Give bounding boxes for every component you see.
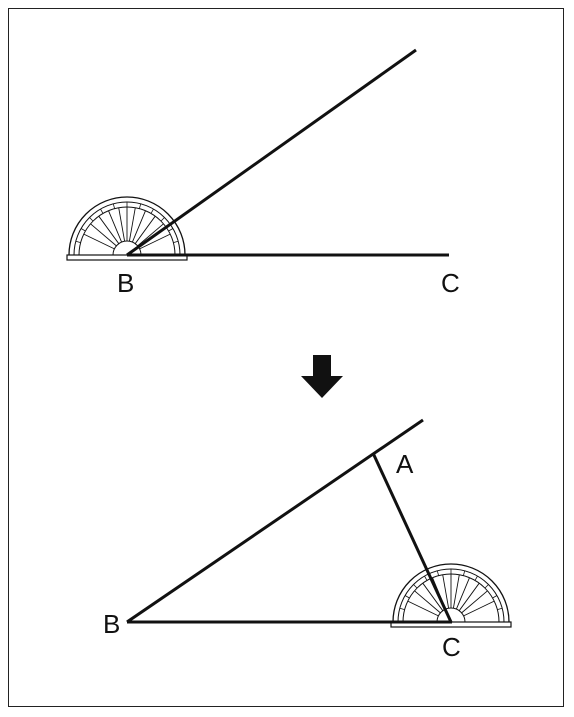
diagram-frame	[8, 8, 564, 707]
label-c-bottom: C	[442, 632, 461, 662]
bottom-step: A B C	[103, 418, 512, 662]
label-b-bottom: B	[103, 609, 120, 639]
protractor-top	[66, 196, 188, 261]
label-c-top: C	[441, 268, 460, 298]
ray-angle-top	[126, 48, 417, 257]
label-a: A	[396, 449, 414, 479]
ray-ba	[126, 418, 424, 624]
side-ca	[371, 452, 453, 623]
top-step: B C	[66, 48, 460, 298]
protractor-bottom	[390, 563, 512, 628]
down-arrow-icon	[301, 355, 343, 398]
label-b-top: B	[117, 268, 134, 298]
